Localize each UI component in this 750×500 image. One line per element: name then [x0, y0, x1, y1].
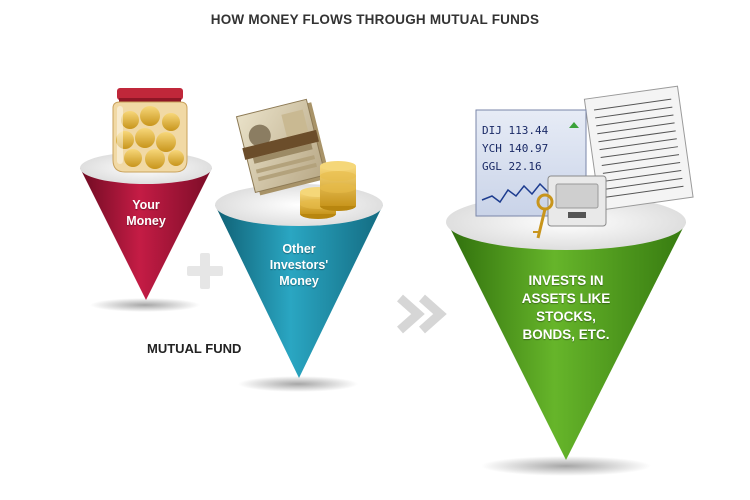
banknote-stack-icon: [235, 98, 331, 196]
cone-shadow: [90, 298, 200, 312]
ticker-row-2: YCH 140.97: [482, 142, 548, 155]
chevron-right-icon: [397, 294, 447, 334]
newspaper-icon: [583, 85, 694, 211]
invests-label: INVESTS IN ASSETS LIKE STOCKS, BONDS, ET…: [521, 273, 611, 342]
ticker-row-1: DIJ 113.44: [482, 124, 549, 137]
mutual-fund-label: MUTUAL FUND: [147, 341, 242, 356]
coin-jar-icon: [112, 88, 188, 173]
cone-shadow: [238, 376, 358, 392]
plus-icon: [187, 253, 223, 289]
your-money-label: Your Money: [126, 198, 166, 228]
page-title: HOW MONEY FLOWS THROUGH MUTUAL FUNDS: [210, 12, 540, 27]
other-investors-label: Other Investors' Money: [269, 242, 329, 288]
cone-shadow: [481, 456, 651, 476]
ticker-row-3: GGL 22.16: [482, 160, 542, 173]
vault-key-icon: [533, 175, 607, 239]
coin-stack-icon: [300, 161, 356, 219]
